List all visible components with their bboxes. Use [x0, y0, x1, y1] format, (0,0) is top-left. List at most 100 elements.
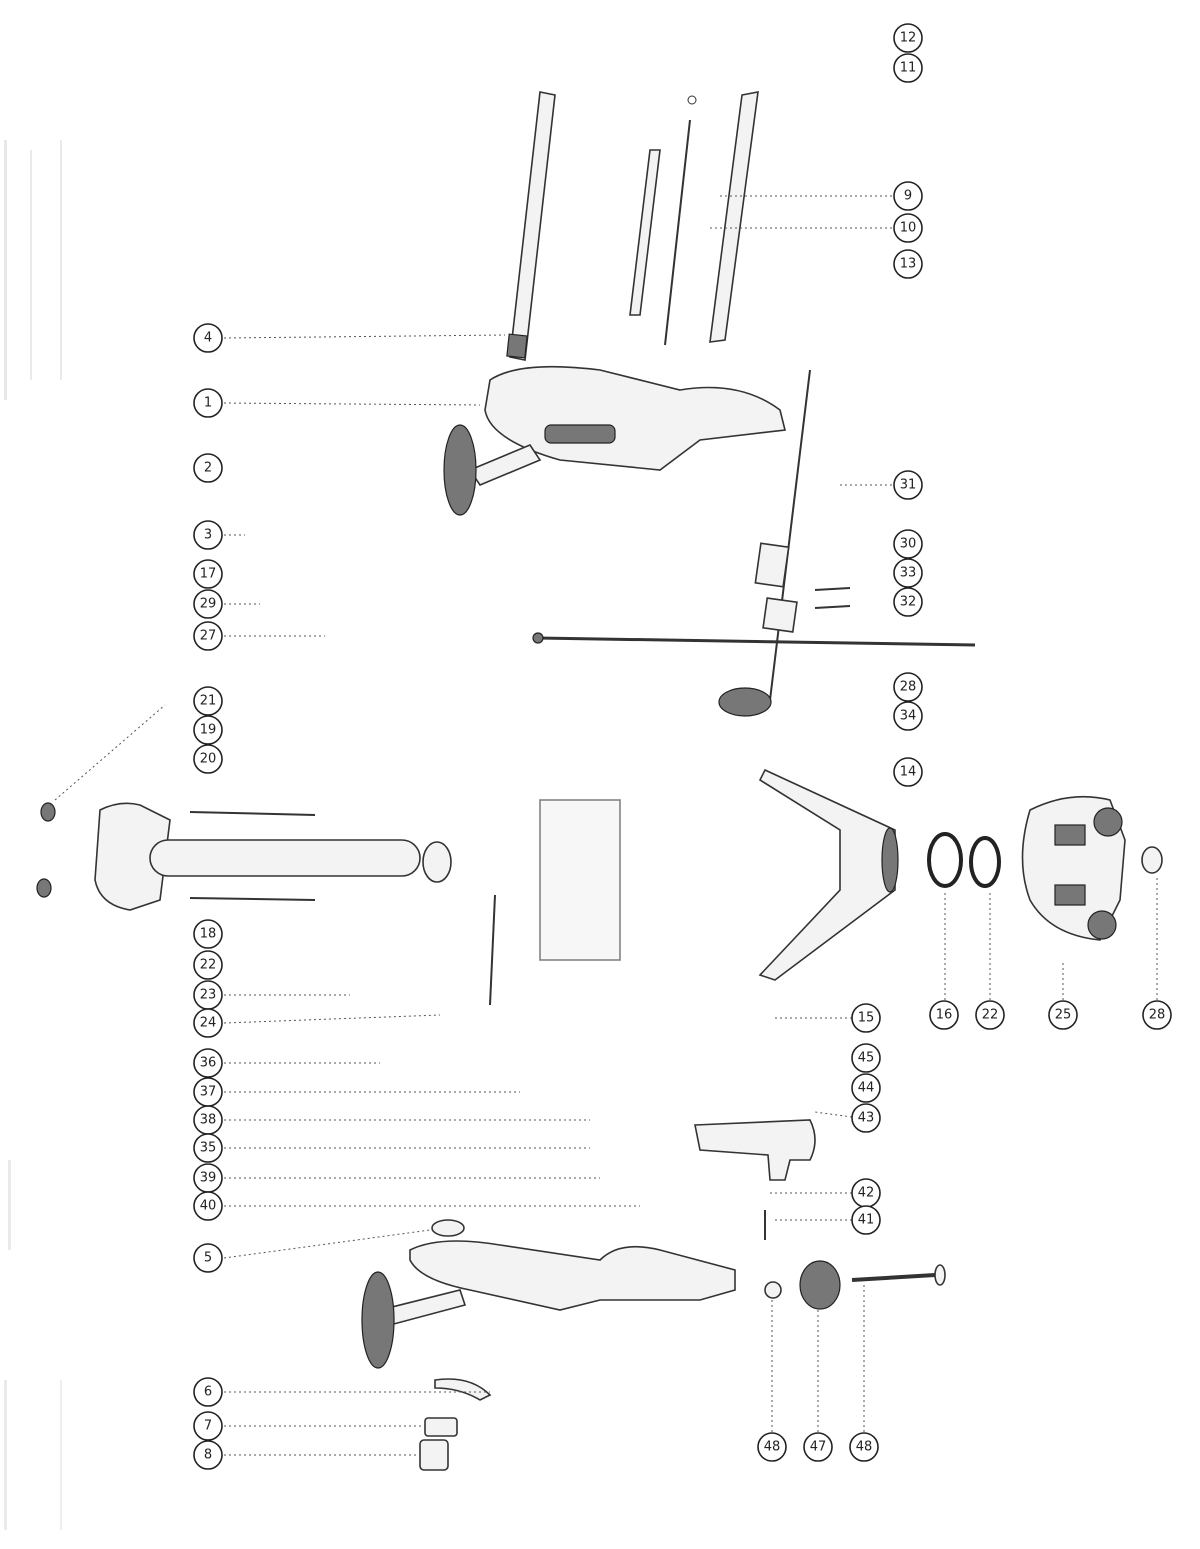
callout-17: 17 [193, 559, 223, 589]
part-swivel-shaft [36, 802, 452, 911]
callout-48-right: 48 [849, 1432, 879, 1462]
svg-text:12: 12 [900, 31, 917, 46]
part-5-lower-bracket [361, 1219, 736, 1369]
callout-3: 3 [193, 520, 223, 550]
svg-text:16: 16 [936, 1008, 953, 1023]
svg-text:23: 23 [200, 988, 217, 1003]
callout-13: 13 [893, 249, 923, 279]
callout-27: 27 [193, 621, 223, 651]
svg-text:35: 35 [200, 1141, 217, 1156]
svg-text:30: 30 [900, 537, 917, 552]
svg-text:15: 15 [858, 1011, 875, 1026]
callout-42: 42 [851, 1178, 881, 1208]
svg-text:6: 6 [204, 1385, 212, 1400]
part-6-7-8 [419, 1378, 492, 1471]
callout-21: 21 [193, 686, 223, 716]
svg-text:29: 29 [200, 597, 217, 612]
callout-20: 20 [193, 744, 223, 774]
callout-45: 45 [851, 1043, 881, 1073]
part-16-22-rings [927, 832, 1001, 888]
callout-28-right: 28 [1142, 1000, 1172, 1030]
part-14-body [489, 768, 899, 1006]
callout-19: 19 [193, 715, 223, 745]
svg-text:25: 25 [1055, 1008, 1072, 1023]
svg-text:18: 18 [200, 927, 217, 942]
callouts: 12 11 9 10 13 4 1 2 3 17 29 27 31 30 33 … [193, 23, 1172, 1470]
svg-text:1: 1 [204, 396, 212, 411]
svg-text:22: 22 [200, 958, 217, 973]
svg-text:3: 3 [204, 528, 212, 543]
callout-43: 43 [851, 1103, 881, 1133]
callout-4: 4 [193, 323, 223, 353]
svg-text:22: 22 [982, 1008, 999, 1023]
svg-text:38: 38 [200, 1113, 217, 1128]
callout-35: 35 [193, 1133, 223, 1163]
callout-1: 1 [193, 388, 223, 418]
callout-23: 23 [193, 980, 223, 1010]
svg-text:39: 39 [200, 1171, 217, 1186]
svg-text:8: 8 [204, 1448, 212, 1463]
svg-text:41: 41 [858, 1213, 875, 1228]
svg-text:11: 11 [900, 61, 917, 76]
callout-18: 18 [193, 919, 223, 949]
svg-text:43: 43 [858, 1111, 875, 1126]
callout-34: 34 [893, 701, 923, 731]
svg-text:48: 48 [856, 1440, 873, 1455]
callout-2: 2 [193, 453, 223, 483]
callout-15: 15 [851, 1003, 881, 1033]
callout-6: 6 [193, 1377, 223, 1407]
callout-47: 47 [803, 1432, 833, 1462]
part-4-tube [506, 91, 556, 361]
callout-39: 39 [193, 1163, 223, 1193]
callout-9: 9 [893, 181, 923, 211]
callout-36: 36 [193, 1048, 223, 1078]
callout-25: 25 [1048, 1000, 1078, 1030]
svg-text:33: 33 [900, 566, 917, 581]
callout-22-left: 22 [193, 950, 223, 980]
callout-5: 5 [193, 1243, 223, 1273]
part-9-10-rods [629, 91, 759, 346]
svg-text:10: 10 [900, 221, 917, 236]
svg-text:2: 2 [204, 461, 212, 476]
svg-text:4: 4 [204, 331, 212, 346]
part-28-nut [1141, 846, 1163, 874]
part-31-34-column [718, 369, 851, 717]
callout-11: 11 [893, 53, 923, 83]
svg-text:5: 5 [204, 1251, 212, 1266]
svg-text:45: 45 [858, 1051, 875, 1066]
callout-32: 32 [893, 587, 923, 617]
scan-noise-left [4, 140, 62, 1530]
svg-text:36: 36 [200, 1056, 217, 1071]
svg-text:47: 47 [810, 1440, 827, 1455]
callout-14: 14 [893, 757, 923, 787]
callout-22-right: 22 [975, 1000, 1005, 1030]
svg-text:7: 7 [204, 1419, 212, 1434]
callout-28-upper: 28 [893, 672, 923, 702]
callout-44: 44 [851, 1073, 881, 1103]
callout-30: 30 [893, 529, 923, 559]
svg-text:21: 21 [200, 694, 217, 709]
svg-text:40: 40 [200, 1199, 217, 1214]
svg-text:9: 9 [904, 189, 912, 204]
callout-29: 29 [193, 589, 223, 619]
callout-37: 37 [193, 1077, 223, 1107]
svg-text:27: 27 [200, 629, 217, 644]
svg-text:28: 28 [1149, 1008, 1166, 1023]
svg-text:37: 37 [200, 1085, 217, 1100]
svg-text:14: 14 [900, 765, 917, 780]
part-27-pin [532, 632, 976, 647]
leader-lines [54, 195, 1158, 1456]
callout-16: 16 [929, 1000, 959, 1030]
callout-8: 8 [193, 1440, 223, 1470]
callout-12: 12 [893, 23, 923, 53]
part-25-clamp [1021, 795, 1126, 941]
part-1-upper-bracket [443, 365, 786, 516]
callout-41: 41 [851, 1205, 881, 1235]
callout-24: 24 [193, 1008, 223, 1038]
callout-33: 33 [893, 558, 923, 588]
svg-text:28: 28 [900, 680, 917, 695]
svg-text:31: 31 [900, 478, 917, 493]
part-43-block [694, 1119, 816, 1181]
callout-31: 31 [893, 470, 923, 500]
